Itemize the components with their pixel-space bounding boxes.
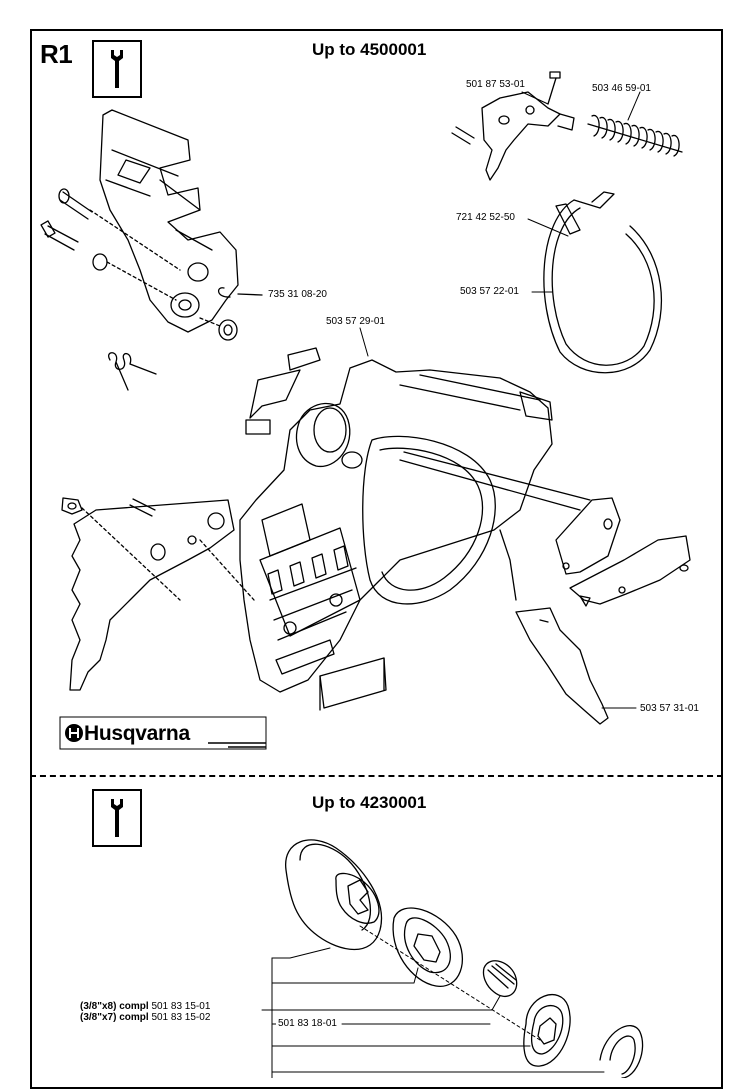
compl-part-2: 501 83 15-02 [151,1012,211,1023]
part-number-label: 735 31 08-20 [268,289,327,300]
section-divider [30,775,723,777]
part-number-label: 721 42 52-50 [456,212,515,223]
side-plate [499,497,691,607]
compl-part-1: 501 83 15-01 [151,1001,211,1012]
wrench-icon [111,799,123,837]
compl-label-1: (3/8"x8) compl 501 83 15-01 [80,1001,210,1012]
compl-spec-1: (3/8"x8) compl [80,1001,149,1012]
part-number-label: 503 46 59-01 [592,83,651,94]
heading-top: Up to 4500001 [312,40,427,59]
chain-catcher [319,607,609,725]
section-code: R1 [40,39,73,69]
needle-bearing-label: 501 83 18-01 [276,1018,339,1029]
brand-name: Husqvarna [84,722,190,745]
leader-lines-bottom [261,947,605,1078]
wrench-icon [111,50,123,88]
part-number-label: 503 57 31-01 [640,703,699,714]
clutch-drum [285,839,383,951]
washer-plate [523,994,571,1067]
brake-spring [587,114,683,157]
leader-lines-top [359,91,641,709]
compl-spec-2: (3/8"x7) compl [80,1012,149,1023]
bumper-spike [61,497,255,691]
clutch-cover [239,359,591,693]
rim-sprocket [392,907,464,987]
brake-band [543,191,663,374]
upper-mid-pieces [245,347,321,435]
part-number-label: 501 87 53-01 [466,79,525,90]
part-number-label: 503 57 29-01 [326,316,385,327]
tool-box-bottom [92,789,142,847]
needle-bearing [482,960,518,997]
compl-label-2: (3/8"x7) compl 501 83 15-02 [80,1012,210,1023]
husqvarna-logo [59,716,267,750]
screws-left [40,188,263,341]
tool-box-top [92,40,142,98]
part-number-label: 503 57 22-01 [460,286,519,297]
heading-bottom: Up to 4230001 [312,793,427,812]
chain-brake-handle [99,109,239,333]
torsion-spring [108,352,157,391]
ring-washer [599,1025,644,1078]
